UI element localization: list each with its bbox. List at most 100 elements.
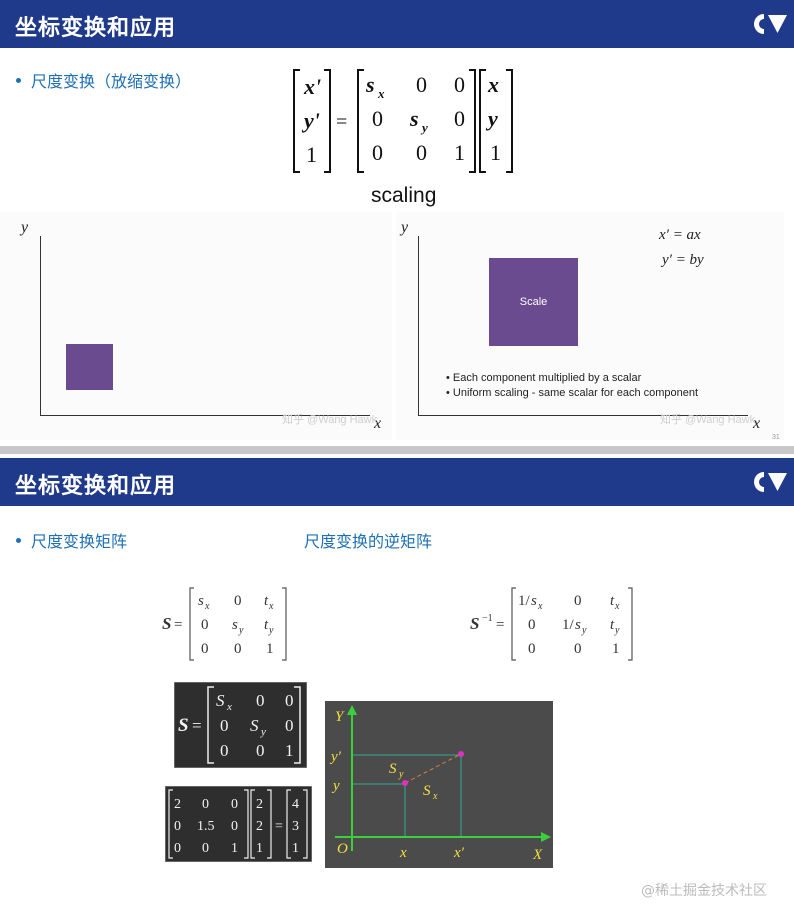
svg-text:=: = [192,716,202,735]
left-axis-y-label: y [21,219,29,236]
svg-text:x: x [487,72,499,97]
svg-text:y: y [485,106,498,131]
svg-text:3: 3 [292,819,299,834]
svg-text:0: 0 [174,819,181,834]
graph-y-prime: y′ [329,749,342,765]
graph-y: y [331,778,340,794]
svg-text:y: y [420,120,428,135]
svg-text:t: t [264,593,269,609]
svg-text:0: 0 [234,641,242,657]
svg-text:0: 0 [372,140,383,165]
svg-text:=: = [275,819,283,834]
svg-text:y: y [260,726,266,738]
slide2-bullet-right: 尺度变换的逆矩阵 [304,528,432,552]
page-number: 31 [772,434,780,441]
svg-text:0: 0 [202,841,209,856]
svg-text:0: 0 [285,716,294,735]
scaling-bullet-1: • Each component multiplied by a scalar [446,372,642,384]
svg-text:1/: 1/ [562,617,575,633]
large-purple-square [489,258,578,346]
svg-text:0: 0 [231,819,238,834]
slide1-bullet: 尺度变换（放缩变换） [16,68,191,92]
left-plot-panel [0,212,392,440]
graph-origin-label: O [337,841,348,857]
svg-text:1: 1 [256,841,263,856]
svg-text:1: 1 [292,841,299,856]
graph-Sx: S [423,783,431,799]
graph-Y-label: Y [335,709,345,725]
right-plot-panel [396,212,784,440]
lhs-y-prime: y' [301,108,320,133]
svg-text:s: s [409,106,419,131]
svg-text:y: y [581,625,587,636]
graph-x-prime: x′ [453,845,465,861]
svg-text:=: = [174,617,182,633]
slide-divider [0,446,794,454]
svg-text:0: 0 [201,617,209,633]
svg-text:x: x [226,701,232,713]
svg-text:0: 0 [285,691,294,710]
right-y-axis [418,236,419,416]
svg-text:S: S [178,715,189,736]
left-x-axis [40,415,370,416]
slide1-bullet-text: 尺度变换（放缩变换） [31,72,192,91]
slide2-header: 坐标变换和应用 [0,458,794,506]
svg-text:2: 2 [174,797,181,812]
left-watermark: 知乎 @Wang Hawk [282,414,378,426]
svg-text:x: x [377,86,385,101]
svg-text:0: 0 [416,72,427,97]
svg-text:0: 0 [220,741,229,760]
eq-y-prime: y′ = by [662,252,704,268]
right-axis-y-label: y [401,219,409,236]
eq-x-prime: x′ = ax [659,227,701,243]
svg-text:1: 1 [612,641,620,657]
svg-text:t: t [610,593,615,609]
slide1-header: 坐标变换和应用 [0,0,794,48]
svg-text:0: 0 [574,641,582,657]
svg-text:4: 4 [292,797,299,812]
svg-text:s: s [365,72,375,97]
lhs-x-prime: x' [303,74,321,99]
svg-text:0: 0 [454,72,465,97]
slide2-bullet-left: 尺度变换矩阵 [16,528,127,552]
svg-text:s: s [198,593,204,609]
slide2-bullet-left-text: 尺度变换矩阵 [31,532,128,551]
svg-text:S: S [250,716,259,735]
svg-text:t: t [264,617,269,633]
svg-text:0: 0 [256,691,265,710]
right-x-axis [418,415,748,416]
svg-text:0: 0 [256,741,265,760]
svg-text:0: 0 [201,641,209,657]
svg-text:1: 1 [490,140,501,165]
svg-text:0: 0 [416,140,427,165]
svg-text:y: y [398,769,404,780]
svg-text:x: x [614,601,620,612]
scaling-bullet-1-text: Each component multiplied by a scalar [452,372,642,384]
svg-text:0: 0 [528,617,536,633]
svg-text:2: 2 [256,797,263,812]
svg-text:y: y [268,625,274,636]
cv-logo-icon [754,14,787,34]
right-axis-x-label: x [753,415,761,432]
graph-X-label: X [532,847,543,863]
svg-text:1: 1 [231,841,238,856]
svg-text:s: s [575,617,581,633]
svg-text:x: x [432,791,438,802]
svg-text:0: 0 [174,841,181,856]
svg-text:0: 0 [454,106,465,131]
svg-text:S: S [216,691,225,710]
svg-text:0: 0 [202,797,209,812]
footer-watermark: @稀土掘金技术社区 [641,883,767,899]
svg-text:x: x [537,601,543,612]
scale-label: Scale [519,296,548,308]
svg-text:0: 0 [528,641,536,657]
lhs-one: 1 [306,142,317,167]
left-y-axis [40,236,41,416]
svg-text:s: s [531,593,537,609]
svg-text:1/: 1/ [518,593,531,609]
svg-text:S: S [162,614,171,633]
